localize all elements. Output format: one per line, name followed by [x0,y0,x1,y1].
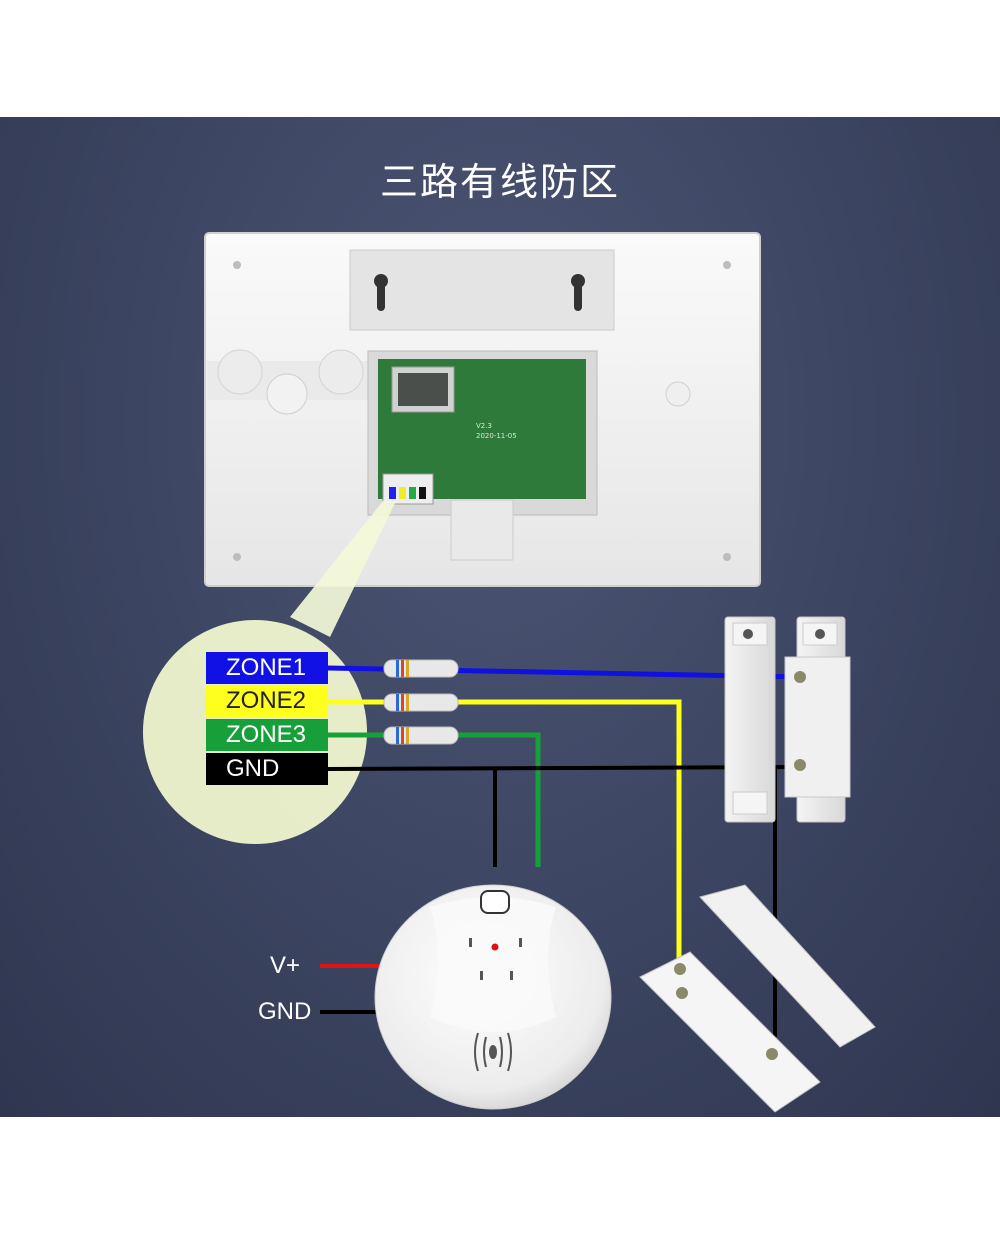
zone2-label: ZONE2 [206,685,328,717]
detector-vplus-label: V+ [270,952,301,979]
gnd-label: GND [206,753,328,785]
zone1-label: ZONE1 [206,652,328,684]
keyhole-icon [374,274,585,311]
resistor-icon [383,659,459,745]
magnetic-door-sensor-icon [724,616,851,823]
diagram-title: 三路有线防区 [379,160,620,204]
board-version: V2.3 [476,422,492,430]
zone3-label: ZONE3 [206,719,328,751]
sound-icon [474,1032,512,1072]
smoke-detector-icon [374,884,612,1110]
detector-gnd-label: GND [258,998,312,1025]
magnetic-door-sensor-flat-icon [639,884,876,1113]
diagram-panel: 三路有线防区 [0,117,1000,1117]
wiring-diagram: V2.3 2020-11-05 [143,232,876,1113]
alarm-panel-back: V2.3 2020-11-05 [204,232,761,587]
board-date: 2020-11-05 [476,432,517,440]
